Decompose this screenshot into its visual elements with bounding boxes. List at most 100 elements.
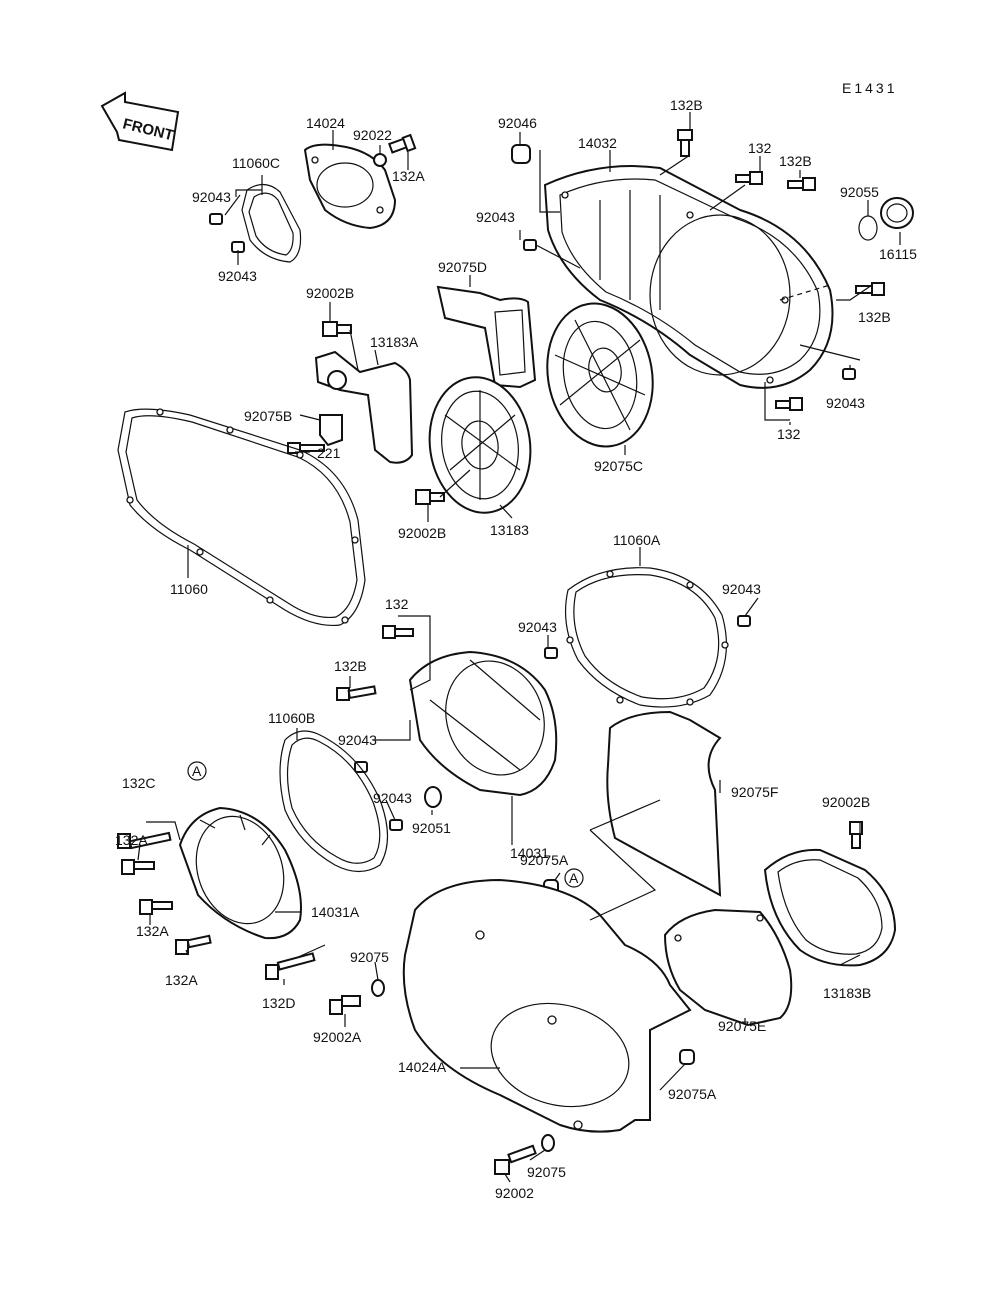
label-132C: 132C — [122, 775, 155, 791]
circle-mark-a2-text: A — [569, 870, 579, 886]
label-92075A-b: 92075A — [668, 1086, 717, 1102]
label-92075F: 92075F — [731, 784, 778, 800]
part-132A-bolt-top — [388, 133, 417, 154]
part-92075-grommet-b — [541, 1134, 555, 1152]
label-132B-a: 132B — [670, 97, 703, 113]
label-221: 221 — [317, 445, 341, 461]
part-92002B-bolt-a — [322, 321, 352, 337]
part-132A-bolt-b — [139, 899, 173, 915]
part-132B-bolt-c — [855, 282, 885, 296]
part-132B-bolt-d — [336, 685, 377, 701]
label-13183: 13183 — [490, 522, 529, 538]
label-132A-c: 132A — [165, 972, 198, 988]
label-92043-g: 92043 — [338, 732, 377, 748]
part-13183-fan — [428, 376, 532, 514]
label-92043-c: 92043 — [476, 209, 515, 225]
part-13183B-shroud — [763, 848, 897, 967]
part-92002-bolt — [494, 1144, 537, 1175]
part-92075C-fan — [546, 302, 654, 448]
part-92051-seal — [424, 786, 442, 808]
part-11060A-gasket — [564, 567, 729, 708]
label-92002B-b: 92002B — [398, 525, 446, 541]
label-11060: 11060 — [170, 581, 208, 597]
part-92002A-bolt — [329, 995, 361, 1015]
label-11060C: 11060C — [232, 155, 280, 171]
label-92002B-c: 92002B — [822, 794, 870, 810]
label-14024A: 14024A — [398, 1059, 447, 1075]
label-92043-e: 92043 — [722, 581, 761, 597]
part-11060-gasket — [117, 408, 366, 627]
part-92075E-plate — [663, 908, 793, 1027]
label-92075C: 92075C — [594, 458, 643, 474]
part-14031-housing — [408, 650, 558, 797]
label-16115: 16115 — [879, 246, 917, 262]
part-92043-dowel-e — [737, 615, 751, 627]
label-92002: 92002 — [495, 1185, 534, 1201]
label-92046: 92046 — [498, 115, 537, 131]
part-92055-oring — [858, 215, 878, 241]
part-92075F-plate — [606, 710, 722, 897]
part-92075D-duct — [436, 285, 537, 389]
part-92075A-grommet-b — [679, 1049, 695, 1065]
circle-mark-a1: A — [187, 761, 207, 781]
label-92043-a: 92043 — [192, 189, 231, 205]
part-92002B-bolt-b — [415, 489, 445, 505]
part-92002B-bolt-c — [849, 821, 863, 849]
circle-mark-a1-text: A — [192, 763, 202, 779]
part-92046-grommet — [511, 144, 531, 164]
part-92043-dowel-c — [523, 239, 537, 251]
label-14031A: 14031A — [311, 904, 360, 920]
part-132D-bolt — [265, 952, 316, 980]
label-92002B-a: 92002B — [306, 285, 354, 301]
leader-lines — [137, 112, 901, 1183]
label-92055: 92055 — [840, 184, 879, 200]
part-13183A-duct — [314, 350, 414, 464]
part-132-bolt-c — [382, 625, 414, 639]
part-132B-bolt-a — [677, 129, 693, 157]
label-132-a: 132 — [748, 140, 772, 156]
part-92075-grommet-a — [371, 979, 385, 997]
part-132-bolt-a — [735, 171, 763, 185]
label-132B-c: 132B — [858, 309, 891, 325]
label-11060B: 11060B — [268, 710, 315, 726]
label-14031: 14031 — [510, 845, 549, 861]
part-132A-bolt-a — [121, 859, 155, 875]
label-92043-f: 92043 — [518, 619, 557, 635]
label-132-b: 132 — [777, 426, 801, 442]
label-92075B: 92075B — [244, 408, 292, 424]
part-132-bolt-b — [775, 397, 803, 411]
part-11060C-gasket — [241, 183, 302, 263]
label-92043-d: 92043 — [826, 395, 865, 411]
label-14024: 14024 — [306, 115, 345, 131]
label-92075E: 92075E — [718, 1018, 766, 1034]
part-92043-dowel-f — [544, 647, 558, 659]
part-labels: 14024 92022 132A 11060C 92043 92043 9204… — [115, 97, 917, 1201]
label-92075A-a: 92075A — [520, 852, 569, 868]
label-92043-b: 92043 — [218, 268, 257, 284]
part-14024A-outer-cover — [402, 878, 692, 1133]
label-14032: 14032 — [578, 135, 617, 151]
label-13183A: 13183A — [370, 334, 419, 350]
label-92022: 92022 — [353, 127, 392, 143]
part-11060B-gasket — [279, 730, 389, 873]
circle-mark-a2: A — [564, 868, 584, 888]
part-92075B-bracket — [319, 414, 343, 447]
label-132B-d: 132B — [334, 658, 367, 674]
label-132A-b: 132A — [136, 923, 169, 939]
label-92002A: 92002A — [313, 1029, 362, 1045]
part-92043-dowel-a — [209, 213, 223, 225]
part-132B-bolt-b — [787, 177, 816, 191]
part-16115-cap — [880, 197, 914, 229]
part-92022-washer — [373, 153, 387, 167]
label-11060A: 11060A — [613, 532, 661, 548]
front-arrow-icon: FRONT — [100, 91, 180, 152]
label-132-c: 132 — [385, 596, 409, 612]
label-92075-b: 92075 — [527, 1164, 566, 1180]
label-132B-b: 132B — [779, 153, 812, 169]
label-92075D: 92075D — [438, 259, 487, 275]
part-14031A-cover — [178, 806, 302, 940]
part-14024-cover — [303, 143, 397, 230]
label-132A-top: 132A — [392, 168, 425, 184]
diagram-code: E1431 — [842, 80, 897, 96]
part-92043-dowel-h — [389, 819, 403, 831]
